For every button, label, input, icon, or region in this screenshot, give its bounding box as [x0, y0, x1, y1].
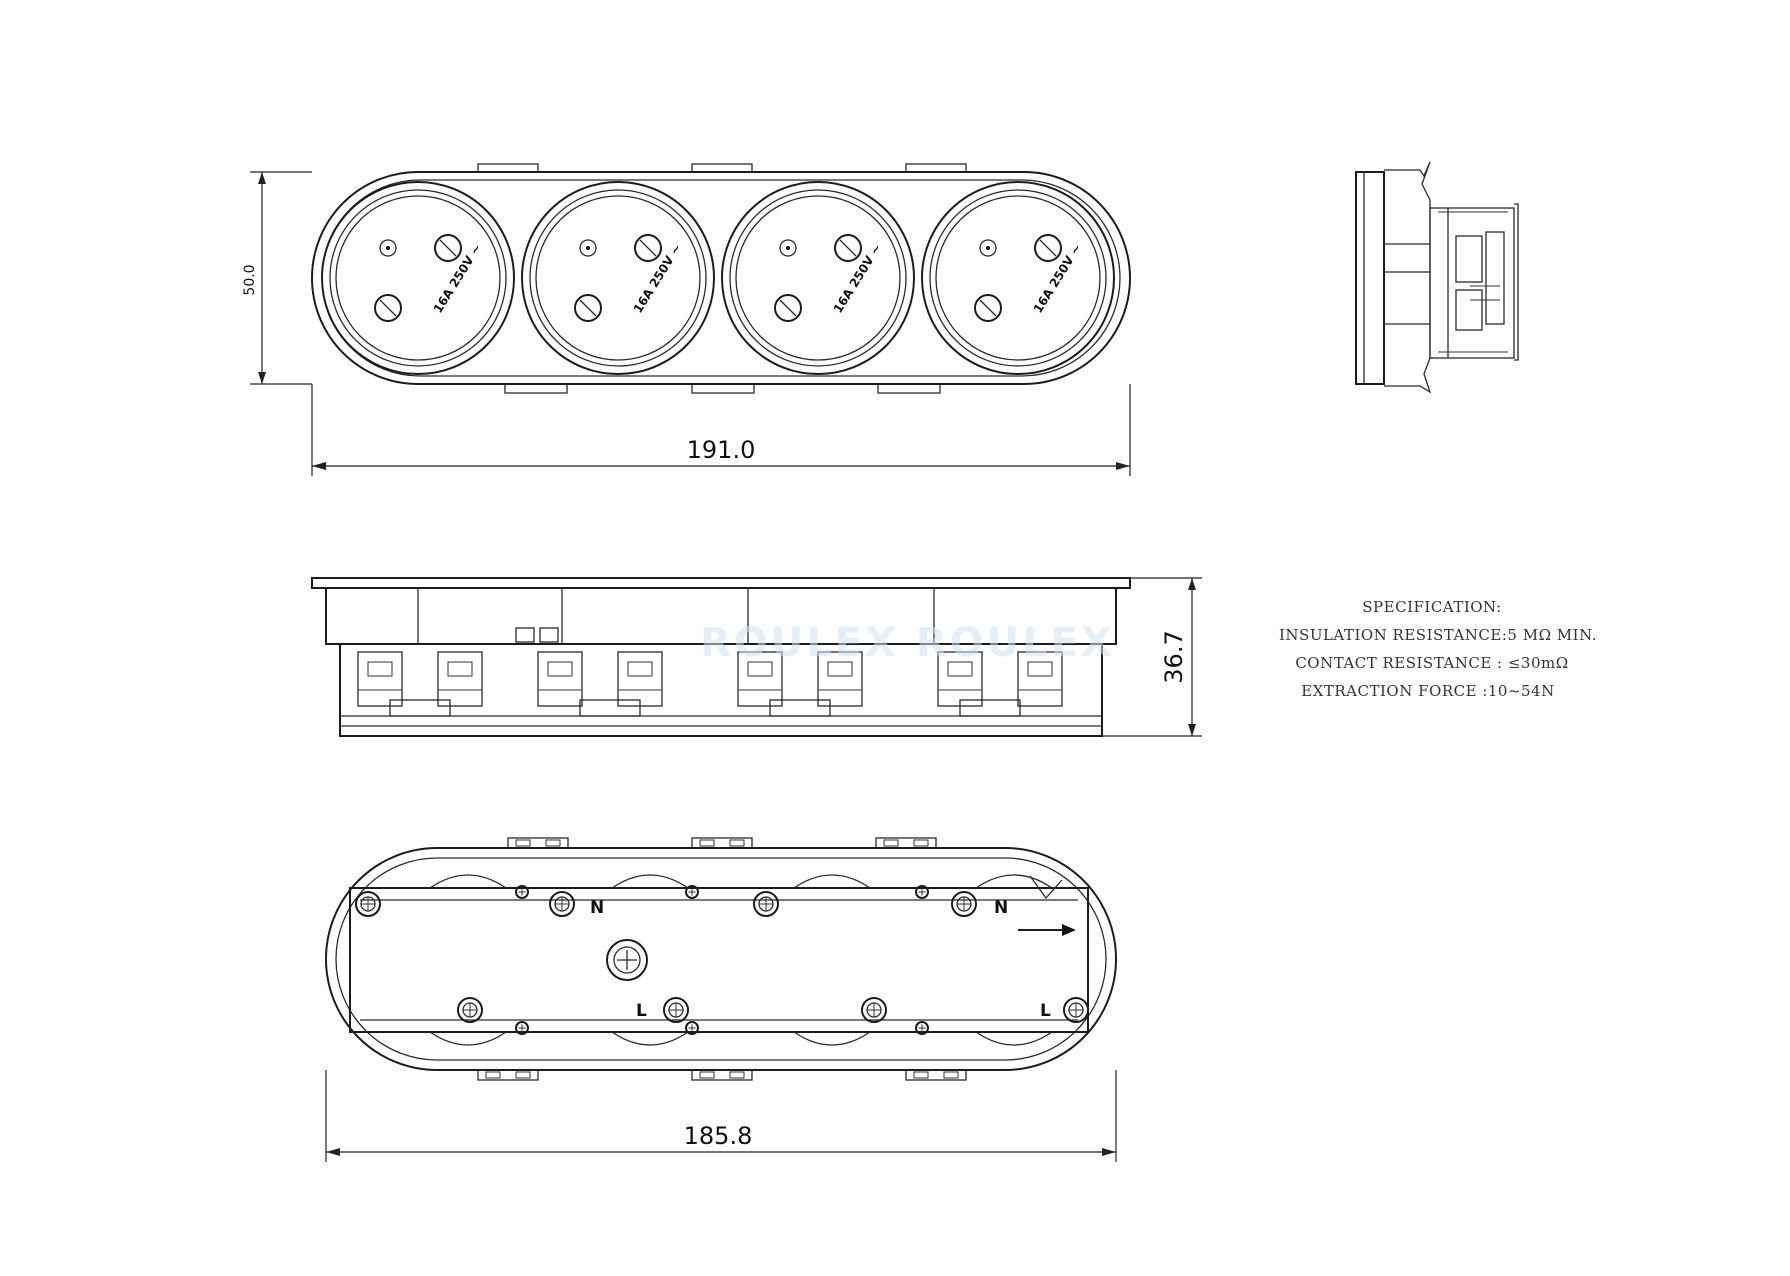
pin-hole-icon: [974, 294, 1002, 322]
profile-top-plate: [311, 577, 1131, 589]
socket-rating: 16A 250V ~: [431, 241, 485, 315]
pin-hole-icon: [834, 234, 862, 262]
top-tab: [905, 163, 967, 173]
bottom-tab: [877, 383, 941, 394]
side-view: [1355, 161, 1519, 394]
back-frame-inner: [335, 857, 1107, 1061]
front-view: 16A 250V ~ 16A 250V ~ 16A 250V ~ 16A 250V ~: [311, 163, 1131, 394]
screw-icon: [549, 891, 575, 917]
mounting-clip: [477, 1069, 539, 1081]
side-terminal: [1455, 289, 1483, 331]
screw-icon: [355, 891, 381, 917]
side-terminal: [1455, 235, 1483, 283]
ground-hole-icon: [979, 239, 997, 257]
frame-outline: [311, 171, 1131, 385]
watermark: ROULEX ROULEX: [700, 620, 1115, 666]
width-bottom-dimension-label: 185.8: [684, 1122, 753, 1150]
spec-line: EXTRACTION FORCE :10~54N: [1301, 682, 1554, 700]
screw-icon: [685, 1021, 699, 1035]
socket-rating: 16A 250V ~: [831, 241, 885, 315]
screw-icon: [915, 1021, 929, 1035]
socket-rating: 16A 250V ~: [631, 241, 685, 315]
pin-hole-icon: [1034, 234, 1062, 262]
screw-icon: [685, 885, 699, 899]
line-label: L: [636, 1001, 647, 1021]
ground-hole-icon: [779, 239, 797, 257]
screw-icon: [951, 891, 977, 917]
socket: 16A 250V ~: [521, 181, 715, 375]
dimension-depth: 36.7: [1102, 577, 1202, 737]
ground-hole-icon: [379, 239, 397, 257]
socket-group: 16A 250V ~ 16A 250V ~ 16A 250V ~ 16A 250V ~: [321, 181, 1115, 375]
width-top-dimension-label: 191.0: [687, 436, 756, 464]
mounting-clip: [905, 1069, 967, 1081]
pin-hole-icon: [374, 294, 402, 322]
neutral-label: N: [590, 898, 604, 918]
profile-view: ROULEX ROULEX: [311, 577, 1131, 737]
socket: 16A 250V ~: [321, 181, 515, 375]
dimension-width-top: 191.0: [311, 384, 1131, 476]
socket: 16A 250V ~: [921, 181, 1115, 375]
depth-dimension-label: 36.7: [1160, 630, 1188, 683]
top-tab: [691, 163, 753, 173]
screw-icon: [515, 1021, 529, 1035]
clip-group: [477, 837, 967, 1081]
pin-hole-icon: [574, 294, 602, 322]
bottom-tab: [691, 383, 755, 394]
socket-rating: 16A 250V ~: [1031, 241, 1085, 315]
neutral-label: N: [994, 898, 1008, 918]
dimension-width-bottom: 185.8: [325, 1070, 1117, 1162]
screw-icon: [515, 885, 529, 899]
back-plate: [349, 887, 1089, 1033]
screw-icon: [1063, 997, 1089, 1023]
bottom-tab: [504, 383, 568, 394]
top-tab: [477, 163, 539, 173]
side-plate: [1355, 171, 1385, 385]
screw-icon: [663, 997, 689, 1023]
mounting-clip: [691, 837, 753, 849]
side-terminal: [1485, 231, 1505, 325]
pin-hole-icon: [634, 234, 662, 262]
back-view: N N L L: [325, 837, 1117, 1081]
ground-hole-icon: [579, 239, 597, 257]
screw-icon: [753, 891, 779, 917]
mounting-clip: [691, 1069, 753, 1081]
screw-group: [355, 885, 1089, 1035]
dimension-height: 50.0: [242, 171, 312, 385]
back-frame-outline: [325, 847, 1117, 1071]
specification-block: SPECIFICATION: INSULATION RESISTANCE:5 M…: [1279, 598, 1597, 700]
socket: 16A 250V ~: [721, 181, 915, 375]
spec-title: SPECIFICATION:: [1362, 598, 1501, 616]
screw-icon: [915, 885, 929, 899]
pin-hole-icon: [774, 294, 802, 322]
screw-icon: [457, 997, 483, 1023]
spec-line: INSULATION RESISTANCE:5 MΩ MIN.: [1279, 626, 1597, 644]
mounting-clip: [507, 837, 569, 849]
line-label: L: [1040, 1001, 1051, 1021]
pin-hole-icon: [434, 234, 462, 262]
side-body: [1429, 207, 1515, 359]
height-dimension-label: 50.0: [242, 264, 258, 295]
profile-body: [339, 643, 1103, 737]
mounting-clip: [875, 837, 937, 849]
screw-icon: [861, 997, 887, 1023]
spec-line: CONTACT RESISTANCE : ≤30mΩ: [1295, 654, 1568, 672]
certification-seal-icon: [606, 939, 648, 981]
